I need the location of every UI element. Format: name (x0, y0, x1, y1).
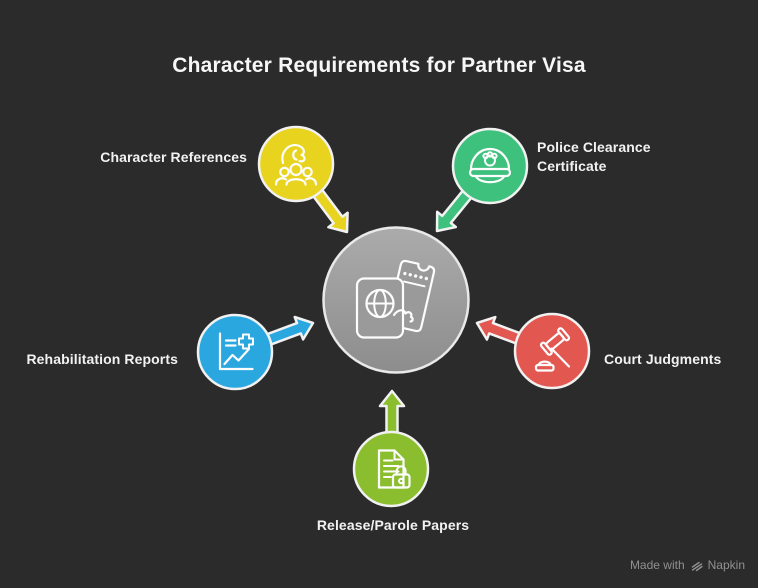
label-police-clearance: Police Clearance Certificate (537, 139, 651, 174)
passport-ticket-icon (355, 259, 436, 339)
napkin-logo-icon (691, 561, 703, 571)
label-character-references: Character References (100, 149, 247, 165)
brand-text: Napkin (707, 558, 745, 572)
police-hat-icon (468, 147, 512, 184)
label-rehabilitation-reports: Rehabilitation Reports (26, 351, 178, 367)
release-parole-circle (352, 430, 430, 508)
gavel-icon (534, 327, 571, 372)
page-title: Character Requirements for Partner Visa (172, 54, 586, 77)
made-with-napkin: Made with Napkin (630, 558, 745, 572)
medical-chart-icon (218, 332, 254, 371)
document-lock-icon (377, 449, 411, 489)
label-release-parole: Release/Parole Papers (316, 517, 470, 533)
people-hand-icon (274, 143, 318, 186)
made-with-text: Made with (629, 558, 685, 572)
rehabilitation-circle (196, 313, 274, 391)
label-court-judgments: Court Judgments (604, 351, 722, 367)
